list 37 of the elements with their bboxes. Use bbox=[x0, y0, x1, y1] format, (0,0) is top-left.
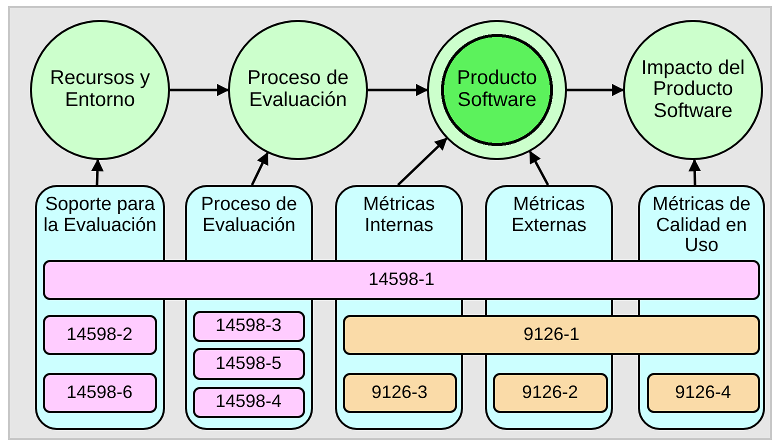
node-label: Producto Software bbox=[456, 68, 538, 112]
column-heading: Soporte para la Evaluación bbox=[42, 195, 158, 236]
standard-box bbox=[43, 260, 760, 300]
standard-box bbox=[192, 348, 304, 380]
standard-box bbox=[192, 310, 304, 342]
arrow bbox=[529, 150, 550, 186]
standard-box bbox=[42, 372, 156, 412]
node-label: Recursos y Entorno bbox=[48, 68, 152, 112]
standard-box bbox=[192, 386, 304, 418]
arrow bbox=[368, 84, 428, 96]
node-label: 14598-3 bbox=[215, 316, 282, 336]
column-heading: Métricas Internas bbox=[362, 195, 436, 236]
standard-box bbox=[42, 314, 156, 354]
arrow bbox=[170, 84, 230, 96]
node-label: 14598-5 bbox=[215, 354, 282, 374]
node-label: 14598-2 bbox=[66, 324, 133, 344]
arrow bbox=[250, 152, 269, 186]
node-label: 14598-1 bbox=[368, 270, 435, 290]
column-heading: Proceso de Evaluación bbox=[200, 195, 298, 236]
standard-box bbox=[342, 372, 456, 412]
arrow bbox=[688, 158, 701, 186]
standard-box bbox=[646, 372, 760, 412]
node-label: Proceso de Evaluación bbox=[246, 68, 350, 112]
node-label: 9126-2 bbox=[522, 382, 578, 402]
standard-box bbox=[343, 315, 760, 355]
node-label: 14598-6 bbox=[66, 382, 133, 402]
arrow bbox=[91, 158, 104, 186]
arrow bbox=[567, 84, 624, 96]
standard-box bbox=[492, 372, 608, 412]
arrow bbox=[397, 138, 448, 186]
node-label: Impacto del Producto Software bbox=[640, 58, 746, 122]
node-label: 9126-1 bbox=[523, 325, 580, 345]
node-label: 14598-4 bbox=[215, 392, 282, 412]
node-label: 9126-3 bbox=[371, 382, 428, 402]
column-heading: Métricas de Calidad en Uso bbox=[651, 195, 752, 257]
node-label: 9126-4 bbox=[674, 382, 732, 402]
column-heading: Métricas Externas bbox=[510, 195, 588, 236]
